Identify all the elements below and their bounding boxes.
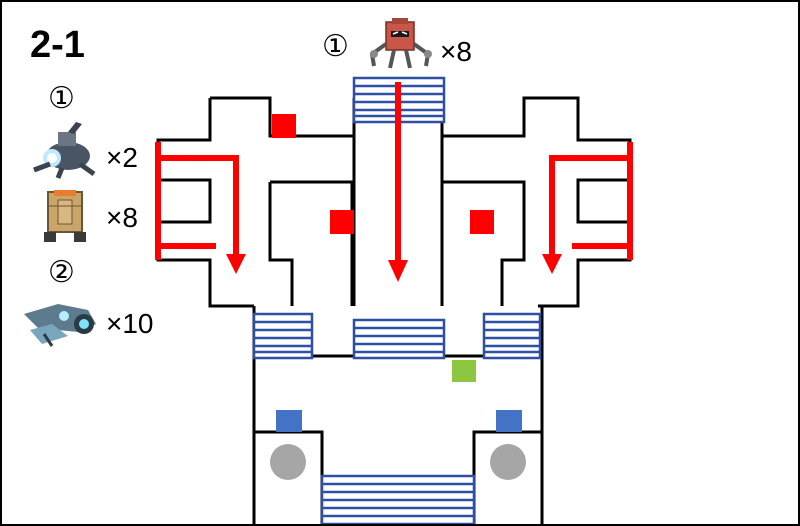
goal-marker xyxy=(452,360,476,382)
top-wave-count: ×8 xyxy=(440,36,472,67)
stairs-center xyxy=(352,318,446,360)
ally-marker xyxy=(496,410,522,432)
wave-1-enemy-2-count: ×8 xyxy=(106,202,138,233)
map-walls xyxy=(156,96,632,524)
right-route-arrow xyxy=(549,155,630,258)
enemy-routes xyxy=(155,82,633,264)
pillar xyxy=(490,444,526,480)
stairs-right xyxy=(482,312,542,360)
top-wave-marker: ① xyxy=(322,30,349,63)
spawn-marker xyxy=(330,210,354,234)
box-robot-icon xyxy=(369,18,432,69)
hover-drone-icon xyxy=(24,304,96,347)
pillar xyxy=(270,444,306,480)
ally-marker xyxy=(276,410,302,432)
supply-crate-icon xyxy=(44,190,86,242)
stairs-left xyxy=(252,312,314,360)
left-route-arrow xyxy=(158,155,239,258)
wave-2-marker: ② xyxy=(48,256,75,289)
stairs-bottom xyxy=(320,474,476,524)
arrow-heads xyxy=(226,254,562,282)
wave-1-marker: ① xyxy=(48,82,75,115)
spawn-marker xyxy=(272,114,296,138)
mech-walker-icon xyxy=(33,122,96,179)
stage-title: 2-1 xyxy=(30,24,85,66)
spawn-marker xyxy=(470,210,494,234)
wave-2-enemy-1-count: ×10 xyxy=(106,308,154,339)
wave-1-enemy-1-count: ×2 xyxy=(106,142,138,173)
